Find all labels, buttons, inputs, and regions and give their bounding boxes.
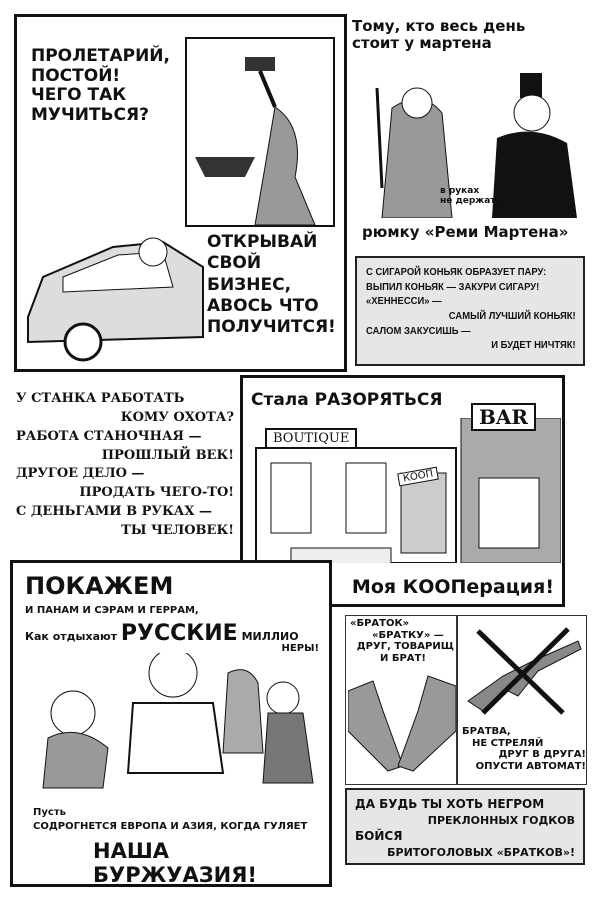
- text-line: самый лучший коньяк!: [448, 310, 576, 323]
- text-line: Салом закусишь —: [366, 324, 471, 337]
- text-line: Другое дело —: [16, 466, 145, 482]
- sign-boutique: BOUTIQUE: [265, 428, 358, 449]
- car-illustration: [27, 237, 204, 362]
- worker-and-capitalist-illustration: [375, 73, 577, 218]
- bourgeoisie-headline: НАША БУРЖУАЗИЯ!: [93, 839, 257, 888]
- panel-bratva: Братва, не стреляй друг в друга! Опусти …: [457, 615, 587, 785]
- text-line: прошлый век!: [101, 447, 234, 463]
- business-slogan: Открывай свой бизнес, авось что получитс…: [207, 232, 336, 338]
- show-them-line4: неры!: [281, 643, 319, 654]
- text-line: бизнес,: [207, 274, 292, 295]
- panel-marten: Тому, кто весь день стоит у мартена в ру…: [352, 17, 590, 248]
- new-russians-illustration: [42, 653, 314, 789]
- show-them-headline: ПОКАЖЕМ: [25, 572, 174, 600]
- text-line: С деньгами в руках —: [16, 504, 212, 520]
- text-line: не стреляй: [472, 737, 544, 749]
- text-line: Открывай: [207, 232, 318, 252]
- text-line: в руках: [440, 186, 480, 196]
- panel-show-them: ПОКАЖЕМ и панам и сэрам и геррам, Как от…: [10, 560, 332, 887]
- text-line: бритоголовых «братков»!: [387, 845, 575, 859]
- text-line: БОЙСЯ: [355, 829, 403, 844]
- panel-machine-tool: У станка работать кому охота? Работа ста…: [16, 390, 234, 541]
- sign-bar: BAR: [471, 403, 537, 431]
- crossed-rifle-icon: [467, 627, 582, 715]
- marten-caption: рюмку «Реми Мартена»: [362, 223, 569, 241]
- text-line: стоит у мартена: [352, 34, 492, 53]
- panel-cognac: С сигарой коньяк образует пару: Выпил ко…: [355, 256, 585, 366]
- bottom-line2: содрогнется Европа и Азия, когда гуляет: [33, 821, 308, 832]
- cognac-text: С сигарой коньяк образует пару: Выпил ко…: [366, 265, 576, 353]
- text-line: и будет НИЧТЯК!: [491, 339, 576, 352]
- panel-skinheads: Да будь ты ХОТЬ НЕГРОМ преклонных годков…: [345, 788, 585, 865]
- text-line: РУССКИЕ: [120, 621, 238, 646]
- text-line: «братку» —: [372, 629, 444, 641]
- storefronts-illustration: [255, 418, 561, 563]
- text-line: Тому, кто весь день: [352, 17, 526, 35]
- text-line: и брат!: [380, 652, 426, 664]
- text-line: Стала: [251, 390, 309, 410]
- text-line: «Хеннесси» —: [366, 295, 442, 308]
- text-line: Да будь ты ХОТЬ НЕГРОМ: [355, 797, 545, 811]
- text-line: миллио: [241, 630, 299, 643]
- text-line: друг, товарищ: [356, 641, 454, 652]
- text-line: получится!: [207, 317, 336, 337]
- cooperative-title: Стала РАЗОРЯТЬСЯ: [251, 390, 442, 410]
- blacksmith-illustration: [185, 37, 335, 227]
- text-line: Чего так: [31, 85, 127, 106]
- show-them-line2: и панам и сэрам и геррам,: [25, 605, 199, 616]
- marten-title: Тому, кто весь день стоит у мартена: [352, 17, 590, 53]
- cooperative-caption: Моя КООПерация!: [351, 576, 554, 598]
- text-line: Как отдыхают: [25, 630, 118, 643]
- show-them-line3: Как отдыхают РУССКИЕ миллио: [25, 621, 299, 646]
- text-line: не держать: [440, 196, 502, 207]
- text-line: Опусти автомат!: [475, 760, 586, 772]
- marten-small-caption: в руках не держать: [440, 186, 501, 207]
- text-line: Выпил коньяк — закури сигару!: [366, 280, 540, 293]
- text-line: У станка работать: [16, 391, 185, 406]
- text-line: друг в друга!: [498, 749, 586, 760]
- text-line: продать чего-то!: [79, 485, 234, 501]
- text-line: «Браток»: [350, 618, 410, 629]
- text-line: авось что: [207, 295, 319, 316]
- text-line: кому охота?: [120, 409, 234, 425]
- text-line: ты человек!: [121, 522, 234, 538]
- text-line: преклонных годков: [427, 813, 575, 827]
- bottom-line1: Пусть: [33, 807, 66, 818]
- text-line: С сигарой коньяк образует пару:: [366, 266, 547, 278]
- text-line: Пролетарий,: [31, 46, 170, 66]
- text-line: свой: [207, 253, 262, 274]
- text-line: Работа станочная —: [16, 428, 202, 444]
- proletarian-headline: Пролетарий, постой! Чего так мучиться?: [31, 46, 170, 125]
- panel-cooperative: Стала РАЗОРЯТЬСЯ BOUTIQUE BAR КООП Моя К…: [240, 375, 565, 607]
- text-line: постой!: [31, 65, 121, 86]
- panel-proletarian: Пролетарий, постой! Чего так мучиться? О…: [14, 14, 347, 372]
- text-line: мучиться?: [31, 104, 149, 125]
- text-line: Братва,: [462, 726, 511, 737]
- handshake-illustration: [348, 675, 456, 772]
- text-line: РАЗОРЯТЬСЯ: [314, 390, 443, 410]
- panel-bratok: «Браток» «братку» — друг, товарищ и брат…: [345, 615, 457, 785]
